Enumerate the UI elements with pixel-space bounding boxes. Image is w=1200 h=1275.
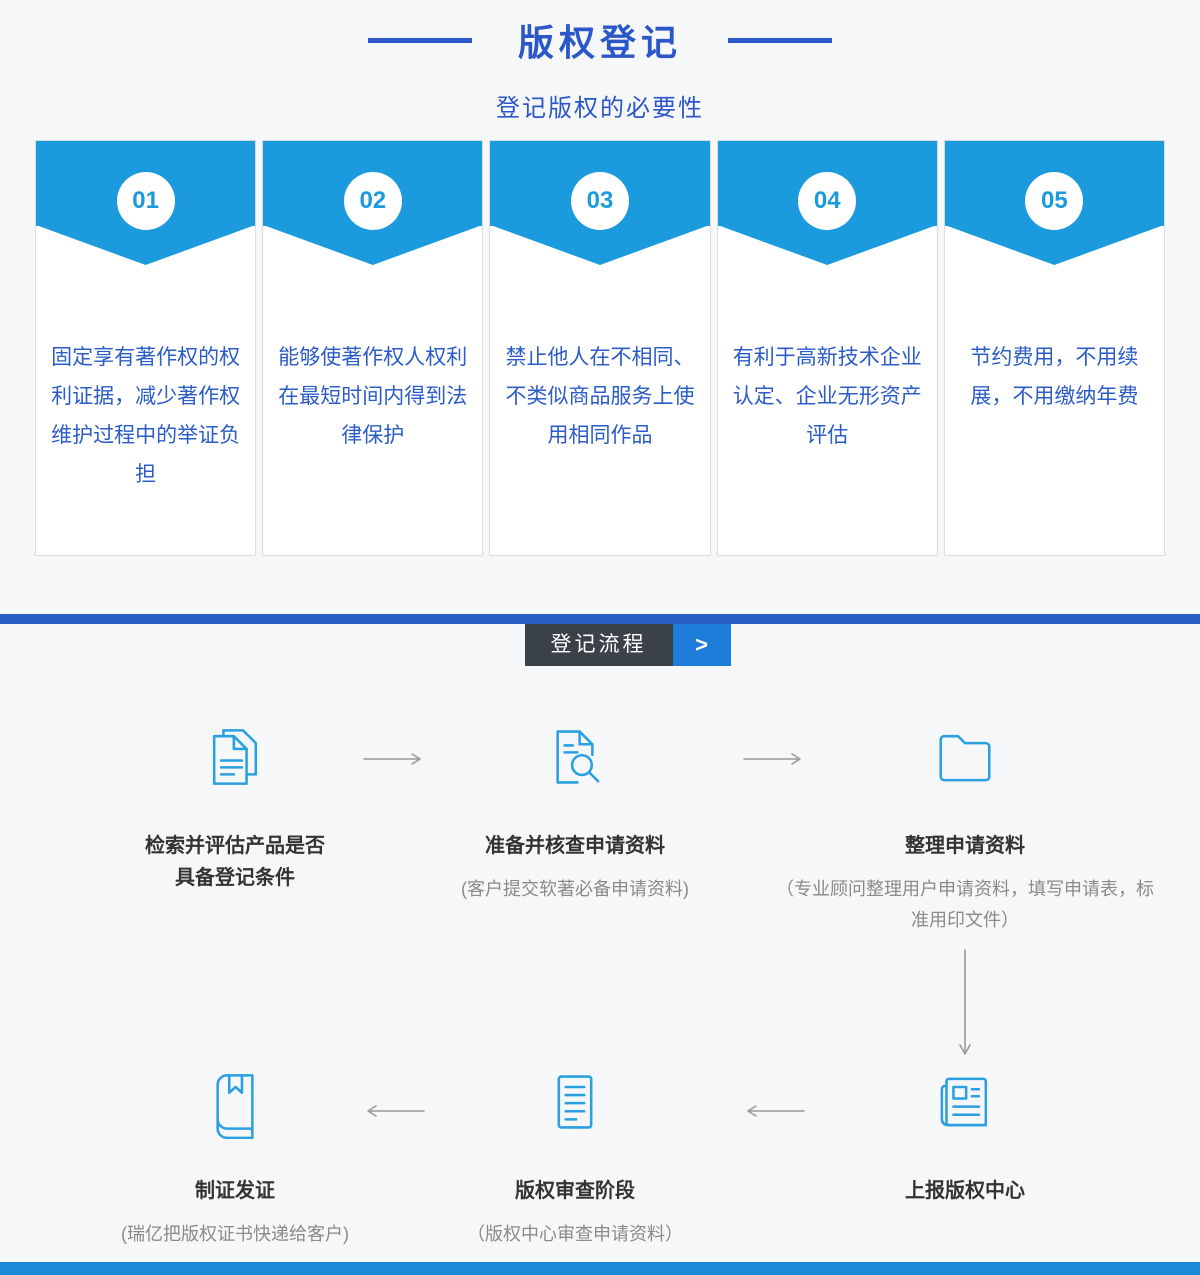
newspaper-icon (775, 1065, 1155, 1139)
title-line-right (728, 37, 832, 43)
step-title: 检索并评估产品是否具备登记条件 (145, 835, 325, 889)
step-note: （专业顾问整理用户申请资料，填写申请表，标准用印文件） (776, 879, 1154, 930)
card-text: 能够使著作权人权利在最短时间内得到法律保护 (278, 346, 468, 447)
arrow-right-icon (362, 752, 426, 766)
title-row: 版权登记 (0, 16, 1200, 64)
title-line-left (367, 37, 472, 43)
document-icon (415, 1065, 735, 1139)
step-title: 整理申请资料 (905, 835, 1025, 857)
benefit-cards: 01 固定享有著作权的权利证据，减少著作权维护过程中的举证负担 02 能够使著作… (35, 140, 1166, 556)
card-text: 固定享有著作权的权利证据，减少著作权维护过程中的举证负担 (51, 346, 241, 486)
chevron-down-shape (490, 225, 710, 265)
document-search-icon (415, 720, 735, 794)
chevron-down-shape (36, 225, 256, 265)
card-text: 节约费用，不用续展，不用缴纳年费 (970, 346, 1139, 408)
step-note: （版权中心审查申请资料） (467, 1224, 683, 1244)
step-title: 上报版权中心 (905, 1180, 1025, 1202)
process-tag[interactable]: 登记流程 > (524, 624, 731, 666)
step-title: 制证发证 (195, 1180, 275, 1202)
benefit-card-2: 02 能够使著作权人权利在最短时间内得到法律保护 (262, 140, 484, 556)
card-text: 有利于高新技术企业认定、企业无形资产评估 (732, 346, 922, 447)
flow-step-3: 整理申请资料 （专业顾问整理用户申请资料，填写申请表，标准用印文件） (775, 720, 1155, 935)
page-subtitle: 登记版权的必要性 (496, 95, 704, 122)
arrow-down-icon (958, 948, 972, 1060)
process-tag-arrow-icon[interactable]: > (672, 624, 731, 666)
step-note: (瑞亿把版权证书快递给客户) (121, 1224, 349, 1244)
chevron-down-shape (944, 225, 1165, 265)
page-title: 版权登记 (517, 22, 682, 63)
process-tag-row: 登记流程 > (0, 624, 1200, 666)
card-number-badge: 01 (116, 172, 175, 230)
documents-icon (85, 720, 385, 794)
folder-icon (775, 720, 1155, 794)
process-tag-label[interactable]: 登记流程 (524, 624, 673, 666)
arrow-left-icon (362, 1104, 426, 1118)
flow-step-4: 上报版权中心 (775, 1065, 1155, 1207)
arrow-right-icon (742, 752, 806, 766)
flow-step-5: 版权审查阶段 （版权中心审查申请资料） (415, 1065, 735, 1250)
registration-flow: 检索并评估产品是否具备登记条件 准备并核查申请资料 (客户提交软著必备申请资料) (0, 670, 1200, 1262)
flow-step-6: 制证发证 (瑞亿把版权证书快递给客户) (85, 1065, 385, 1250)
benefit-card-1: 01 固定享有著作权的权利证据，减少著作权维护过程中的举证负担 (35, 140, 257, 556)
section-divider-bar (0, 614, 1200, 624)
step-title: 版权审查阶段 (515, 1180, 635, 1202)
hero-section: 版权登记 登记版权的必要性 (0, 0, 1200, 123)
card-number-badge: 05 (1025, 172, 1084, 230)
benefit-card-4: 04 有利于高新技术企业认定、企业无形资产评估 (716, 140, 938, 556)
card-number-badge: 03 (571, 172, 629, 230)
book-icon (85, 1065, 385, 1139)
bottom-bar (0, 1262, 1200, 1275)
flow-step-1: 检索并评估产品是否具备登记条件 (85, 720, 385, 894)
step-note: (客户提交软著必备申请资料) (461, 879, 689, 899)
benefit-card-3: 03 禁止他人在不相同、不类似商品服务上使用相同作品 (489, 140, 711, 556)
flow-step-2: 准备并核查申请资料 (客户提交软著必备申请资料) (415, 720, 735, 905)
step-title: 准备并核查申请资料 (485, 835, 665, 857)
benefit-card-5: 05 节约费用，不用续展，不用缴纳年费 (943, 140, 1166, 556)
chevron-down-shape (717, 225, 937, 265)
arrow-left-icon (742, 1104, 806, 1118)
card-number-badge: 02 (343, 172, 402, 230)
card-text: 禁止他人在不相同、不类似商品服务上使用相同作品 (505, 346, 695, 447)
card-number-badge: 04 (798, 172, 857, 230)
chevron-down-shape (263, 225, 483, 265)
